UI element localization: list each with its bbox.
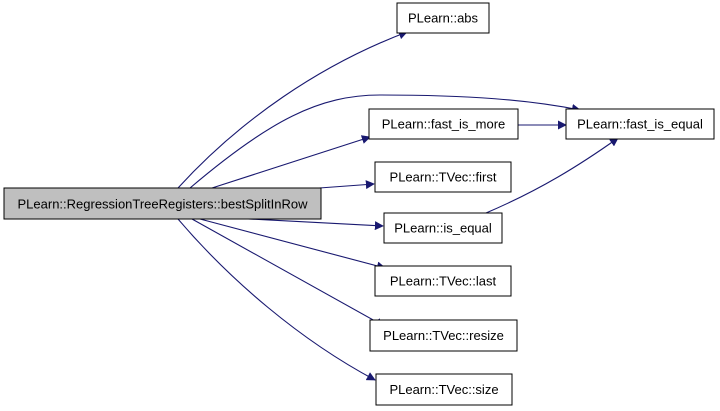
node-first[interactable]: PLearn::TVec::first [374, 161, 512, 193]
node-root[interactable]: PLearn::RegressionTreeRegisters::bestSpl… [3, 187, 322, 220]
node-label-resize: PLearn::TVec::resize [383, 328, 504, 343]
edge-root-to-size [177, 218, 376, 381]
node-label-abs: PLearn::abs [408, 11, 479, 26]
node-abs[interactable]: PLearn::abs [396, 2, 490, 34]
edge-root-to-last [199, 218, 386, 271]
node-resize[interactable]: PLearn::TVec::resize [369, 319, 518, 352]
node-label-fast-is-more: PLearn::fast_is_more [382, 117, 506, 132]
edge-root-to-fast-is-equal [189, 94, 581, 189]
node-is-equal[interactable]: PLearn::is_equal [383, 212, 503, 244]
edge-is-equal-to-fast-is-equal [485, 137, 619, 214]
edges [177, 30, 619, 381]
edge-root-to-abs [177, 30, 408, 189]
edge-root-to-fast-is-more [211, 135, 371, 189]
node-label-first: PLearn::TVec::first [390, 170, 497, 185]
nodes: PLearn::RegressionTreeRegisters::bestSpl… [3, 2, 715, 406]
node-size[interactable]: PLearn::TVec::size [375, 373, 513, 406]
node-label-root: PLearn::RegressionTreeRegisters::bestSpl… [18, 197, 309, 212]
node-label-is-equal: PLearn::is_equal [394, 221, 492, 236]
node-fast-is-more[interactable]: PLearn::fast_is_more [368, 108, 519, 140]
node-fast-is-equal[interactable]: PLearn::fast_is_equal [565, 108, 715, 140]
node-label-last: PLearn::TVec::last [390, 274, 497, 289]
node-label-fast-is-equal: PLearn::fast_is_equal [577, 117, 703, 132]
node-label-size: PLearn::TVec::size [389, 382, 498, 397]
edge-root-to-resize [191, 218, 385, 327]
node-last[interactable]: PLearn::TVec::last [374, 265, 512, 297]
